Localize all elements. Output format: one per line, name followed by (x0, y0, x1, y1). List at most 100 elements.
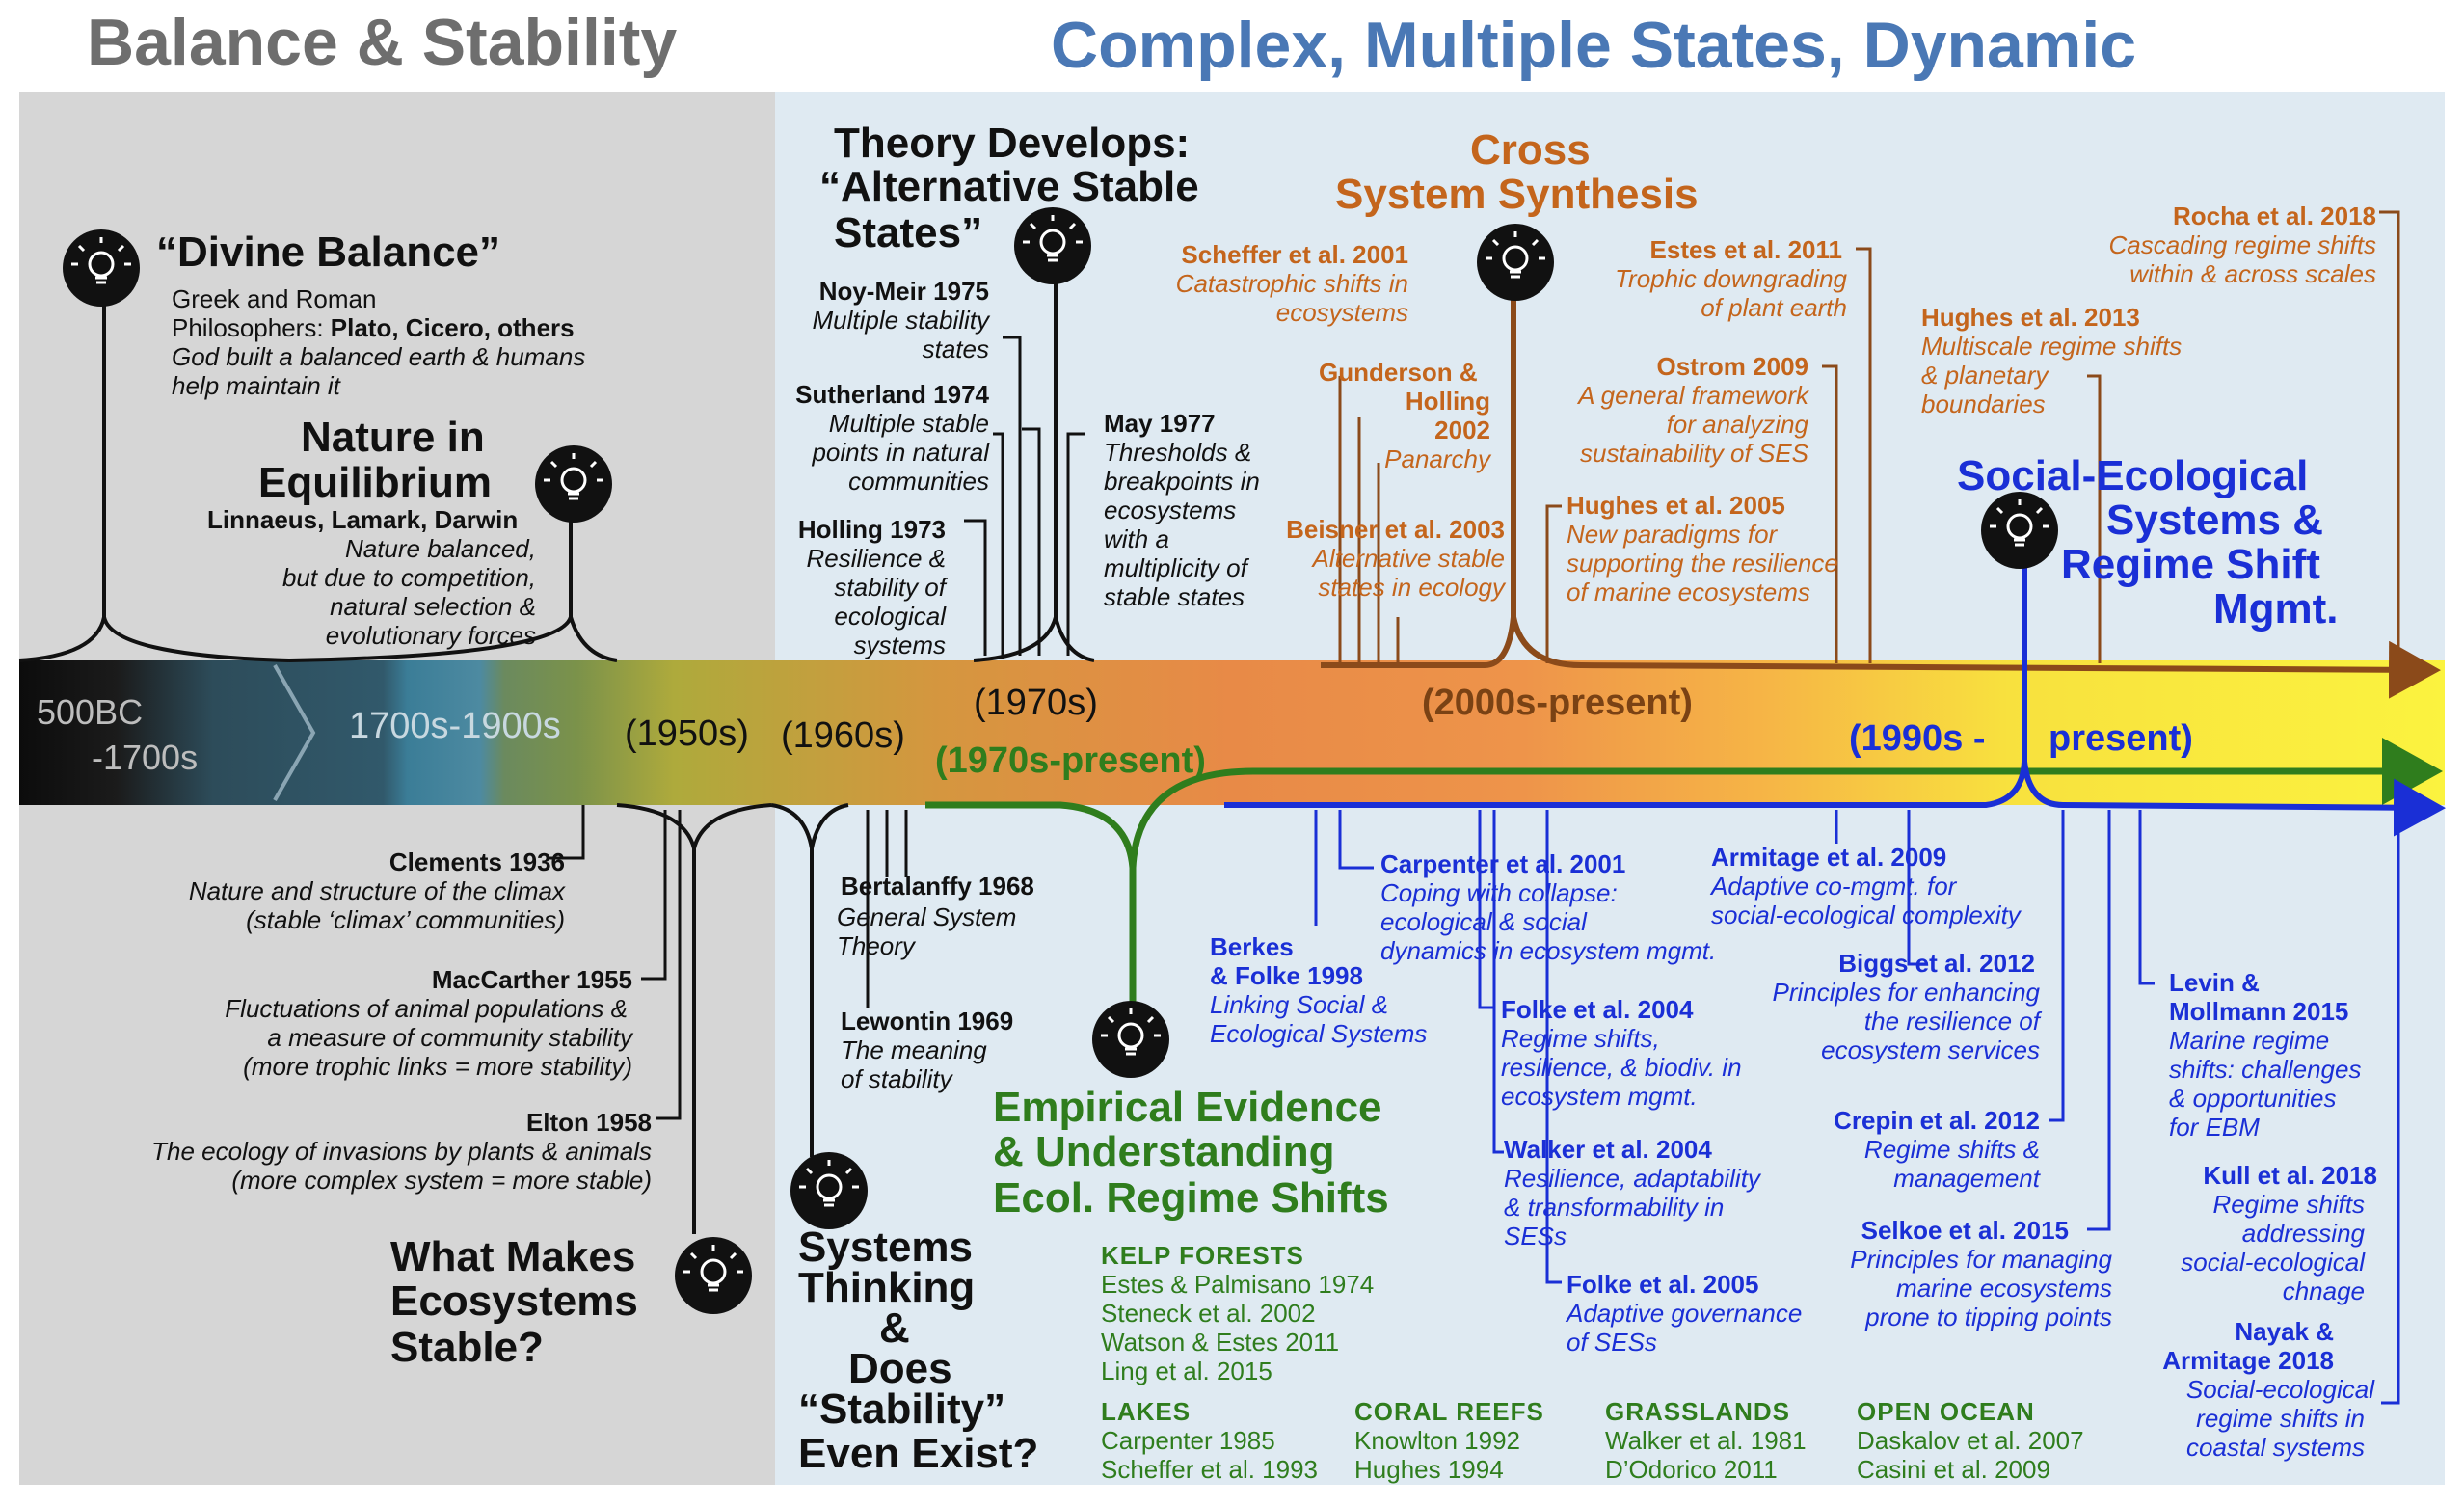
kelp-ref-3: Watson & Estes 2011 (1101, 1328, 1340, 1357)
empirical-heading-2: & Understanding (993, 1128, 1335, 1175)
lightbulb-icon (1477, 224, 1554, 301)
levin-line-6: for EBM (2169, 1113, 2260, 1142)
systems-heading-3: & (879, 1304, 910, 1352)
hughes-2013-line-2: & planetary (1921, 361, 2049, 390)
systems-heading-6: Even Exist? (798, 1430, 1039, 1477)
divine-line-4: help maintain it (172, 371, 340, 400)
lightbulb-icon (1981, 492, 2058, 569)
walker-2004-citation: Walker et al. 2004 (1504, 1135, 1712, 1164)
nayak-line-1: Nayak & (2235, 1317, 2334, 1346)
may-line-6: stable states (1104, 582, 1245, 611)
noy-meir-line-2: states (922, 335, 989, 363)
bertalanffy-citation: Bertalanffy 1968 (841, 872, 1034, 901)
may-1977-citation: May 1977 (1104, 409, 1216, 438)
lightbulb-icon (63, 229, 140, 307)
biggs-citation: Biggs et al. 2012 (1838, 949, 2035, 978)
hughes-2005-line-1: New paradigms for (1567, 520, 1778, 549)
gunderson-line-2: Holling (1405, 387, 1490, 416)
era-label-1970s: (1970s) (974, 683, 1098, 723)
armitage-line-1: Adaptive co-mgmt. for (1711, 872, 1957, 901)
noy-meir-line-1: Multiple stability (812, 306, 989, 335)
selkoe-citation: Selkoe et al. 2015 (1861, 1216, 2069, 1245)
kull-line-3: social-ecological (2181, 1248, 2365, 1277)
equilibrium-line-2: but due to competition, (281, 563, 536, 592)
biggs-line-3: ecosystem services (1821, 1035, 2040, 1064)
gunderson-line-4: Panarchy (1384, 444, 1490, 473)
may-line-1: Thresholds & (1104, 438, 1252, 467)
ses-heading-1: Social-Ecological (1957, 452, 2309, 499)
maccarther-citation: MacCarther 1955 (431, 965, 632, 994)
holling-1973-line-3: ecological (834, 602, 946, 631)
selkoe-line-2: marine ecosystems (1896, 1274, 2112, 1303)
rocha-line-2: within & across scales (2129, 259, 2376, 288)
levin-line-3: Marine regime (2169, 1026, 2330, 1055)
armitage-2009-citation: Armitage et al. 2009 (1711, 843, 1947, 872)
theory-heading-1: Theory Develops: (834, 120, 1191, 167)
coral-reefs-heading: CORAL REEFS (1354, 1397, 1544, 1426)
holling-1973-citation: Holling 1973 (797, 515, 946, 544)
berkes-line-1: Berkes (1210, 932, 1294, 961)
berkes-line-3: Linking Social & (1210, 990, 1388, 1019)
may-line-5: multiplicity of (1104, 553, 1247, 582)
equilibrium-line-1: Nature balanced, (344, 534, 536, 563)
clements-line-2: (stable ‘climax’ communities) (246, 905, 565, 934)
left-section-title: Balance & Stability (87, 6, 678, 79)
levin-line-4: shifts: challenges (2169, 1055, 2362, 1084)
nayak-line-2: Armitage 2018 (2162, 1346, 2334, 1375)
bertalanffy-line-1: General System (837, 902, 1017, 931)
may-line-3: ecosystems (1104, 496, 1237, 524)
biggs-line-2: the resilience of (1863, 1007, 2040, 1035)
kelp-ref-1: Estes & Palmisano 1974 (1101, 1270, 1375, 1299)
ostrom-line-3: sustainability of SES (1579, 439, 1808, 468)
clements-citation: Clements 1936 (388, 847, 565, 876)
hughes-2005-line-3: of marine ecosystems (1567, 578, 1810, 606)
selkoe-line-1: Principles for managing (1850, 1245, 2112, 1274)
berkes-line-2: & Folke 1998 (1210, 961, 1363, 990)
folke-2005-line-1: Adaptive governance (1567, 1299, 1803, 1328)
elton-line-1: The ecology of invasions by plants & ani… (151, 1137, 652, 1166)
era-label-1960s: (1960s) (781, 715, 905, 756)
what-makes-heading-1: What Makes (390, 1233, 636, 1280)
equilibrium-heading-1: Nature in (301, 414, 485, 461)
estes-line-1: Trophic downgrading (1615, 264, 1847, 293)
maccarther-line-2: a measure of community stability (267, 1023, 632, 1052)
folke-2005-citation: Folke et al. 2005 (1567, 1270, 1759, 1299)
beisner-line-1: Alternative stable (1312, 544, 1505, 573)
divine-line-2: Philosophers: Plato, Cicero, others (172, 313, 575, 342)
cross-heading-1: Cross (1470, 126, 1591, 174)
lightbulb-icon (675, 1237, 752, 1314)
equilibrium-line-3: natural selection & (330, 592, 536, 621)
sutherland-line-1: Multiple stable (828, 409, 989, 438)
beisner-line-2: states in ecology (1318, 573, 1505, 602)
maccarther-line-1: Fluctuations of animal populations & (225, 994, 628, 1023)
lewontin-citation: Lewontin 1969 (841, 1007, 1014, 1035)
armitage-line-2: social-ecological complexity (1711, 901, 2021, 929)
ocean-ref-2: Casini et al. 2009 (1857, 1455, 2050, 1484)
coral-ref-2: Hughes 1994 (1354, 1455, 1504, 1484)
era-label-ancient: 500BC (37, 692, 144, 732)
lakes-heading: LAKES (1101, 1397, 1192, 1426)
hughes-2013-line-3: boundaries (1921, 390, 2046, 418)
systems-heading-2: Thinking (798, 1264, 976, 1311)
ocean-ref-1: Daskalov et al. 2007 (1857, 1426, 2084, 1455)
lakes-ref-2: Scheffer et al. 1993 (1101, 1455, 1319, 1484)
nayak-line-4: regime shifts in (2196, 1404, 2365, 1433)
folke-2004-line-2: resilience, & biodiv. in (1501, 1053, 1742, 1082)
may-line-4: with a (1104, 524, 1169, 553)
crepin-citation: Crepin et al. 2012 (1834, 1106, 2040, 1135)
timeline-band (19, 660, 2445, 805)
levin-line-5: & opportunities (2169, 1084, 2337, 1113)
ostrom-citation: Ostrom 2009 (1656, 352, 1808, 381)
estes-2011-citation: Estes et al. 2011 (1649, 235, 1842, 264)
bertalanffy-line-2: Theory (837, 931, 915, 960)
era-label-1950s: (1950s) (625, 713, 749, 754)
era-label-1990s-start: (1990s - (1849, 718, 1986, 759)
sutherland-citation: Sutherland 1974 (795, 380, 989, 409)
biggs-line-1: Principles for enhancing (1772, 978, 2041, 1007)
theory-heading-2: “Alternative Stable (819, 163, 1199, 210)
sutherland-line-2: points in natural (812, 438, 989, 467)
may-line-2: breakpoints in (1104, 467, 1260, 496)
hughes-2013-citation: Hughes et al. 2013 (1921, 303, 2140, 332)
lightbulb-icon (1014, 207, 1091, 284)
